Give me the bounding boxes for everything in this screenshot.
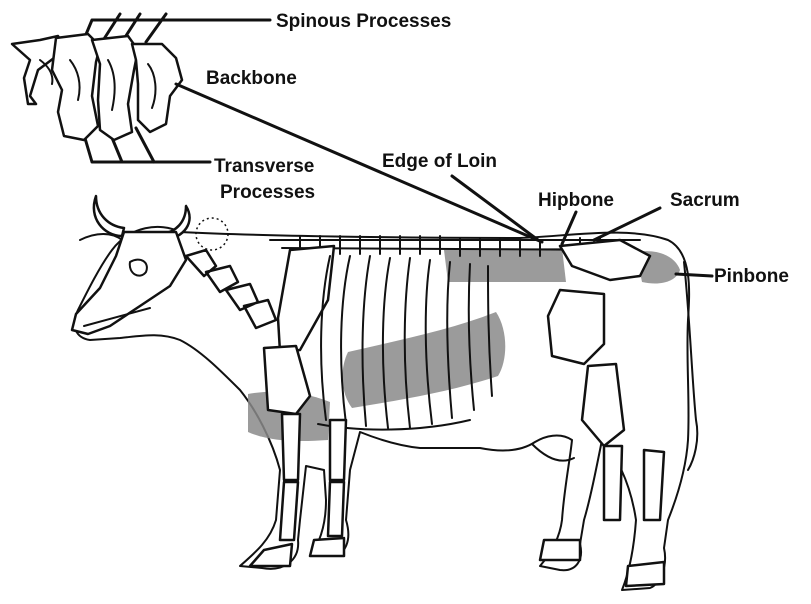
label-pinbone: Pinbone bbox=[714, 266, 789, 287]
vertebra-4 bbox=[132, 44, 182, 132]
label-sacrum: Sacrum bbox=[670, 190, 740, 211]
loin-highlight bbox=[444, 248, 566, 282]
front-cannons bbox=[280, 482, 344, 540]
transverse-leader-lines bbox=[82, 128, 210, 162]
tibia bbox=[582, 364, 624, 446]
humerus bbox=[264, 346, 310, 414]
label-transverse-line1: Transverse bbox=[214, 156, 314, 177]
femur bbox=[548, 290, 604, 364]
label-hipbone: Hipbone bbox=[538, 190, 614, 211]
label-backbone: Backbone bbox=[206, 68, 297, 89]
skull bbox=[72, 232, 186, 334]
pinbone-leader bbox=[676, 274, 712, 276]
left-horn bbox=[94, 196, 124, 236]
label-edge-of-loin: Edge of Loin bbox=[382, 151, 497, 172]
scapula bbox=[278, 246, 334, 352]
rib-highlight bbox=[342, 312, 505, 408]
pelvis bbox=[560, 240, 650, 280]
tail bbox=[684, 262, 697, 470]
label-spinous-processes: Spinous Processes bbox=[276, 11, 451, 32]
udder bbox=[532, 444, 574, 461]
skeleton bbox=[72, 232, 664, 586]
label-transverse-line2: Processes bbox=[220, 182, 315, 203]
vertebra-2 bbox=[52, 34, 100, 140]
neck-vertebrae bbox=[186, 250, 276, 328]
hind-hooves bbox=[540, 540, 664, 586]
